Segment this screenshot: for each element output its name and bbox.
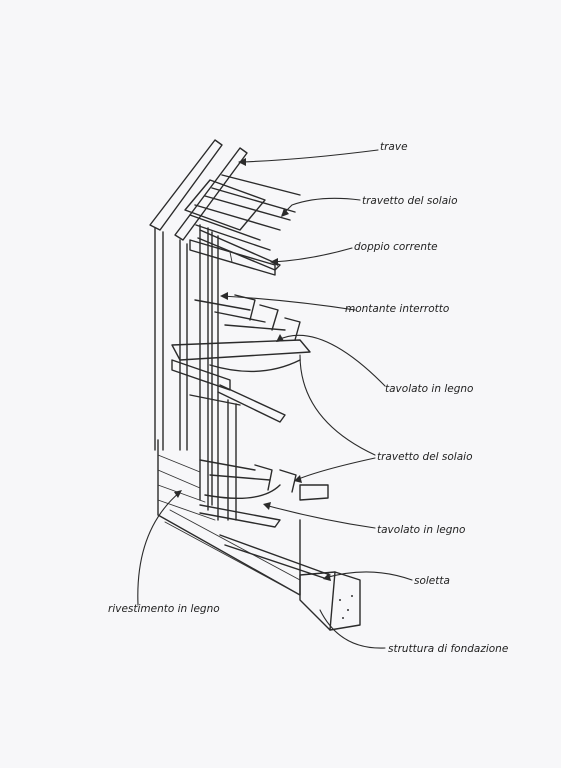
label-travetto-solaio-mid: travetto del solaio — [377, 451, 473, 463]
wall-cladding — [157, 439, 301, 596]
label-soletta: soletta — [414, 575, 450, 587]
label-montante: montante interrotto — [345, 303, 449, 315]
label-tavolato-mid: tavolato in legno — [385, 383, 473, 395]
labels: trave travetto del solaio doppio corrent… — [108, 141, 508, 655]
lower-floor — [199, 459, 329, 528]
foundation — [219, 534, 361, 631]
label-tavolato-low: tavolato in legno — [377, 524, 465, 536]
roof-structure — [149, 139, 301, 276]
label-struttura: struttura di fondazione — [388, 643, 508, 655]
label-trave: trave — [380, 141, 408, 153]
leader-lines — [137, 149, 413, 649]
label-doppio-corrente: doppio corrente — [354, 241, 438, 253]
label-travetto-solaio-top: travetto del solaio — [362, 195, 458, 207]
label-rivestimento: rivestimento in legno — [108, 603, 220, 615]
middle-floor — [171, 294, 311, 423]
studs — [154, 224, 237, 521]
